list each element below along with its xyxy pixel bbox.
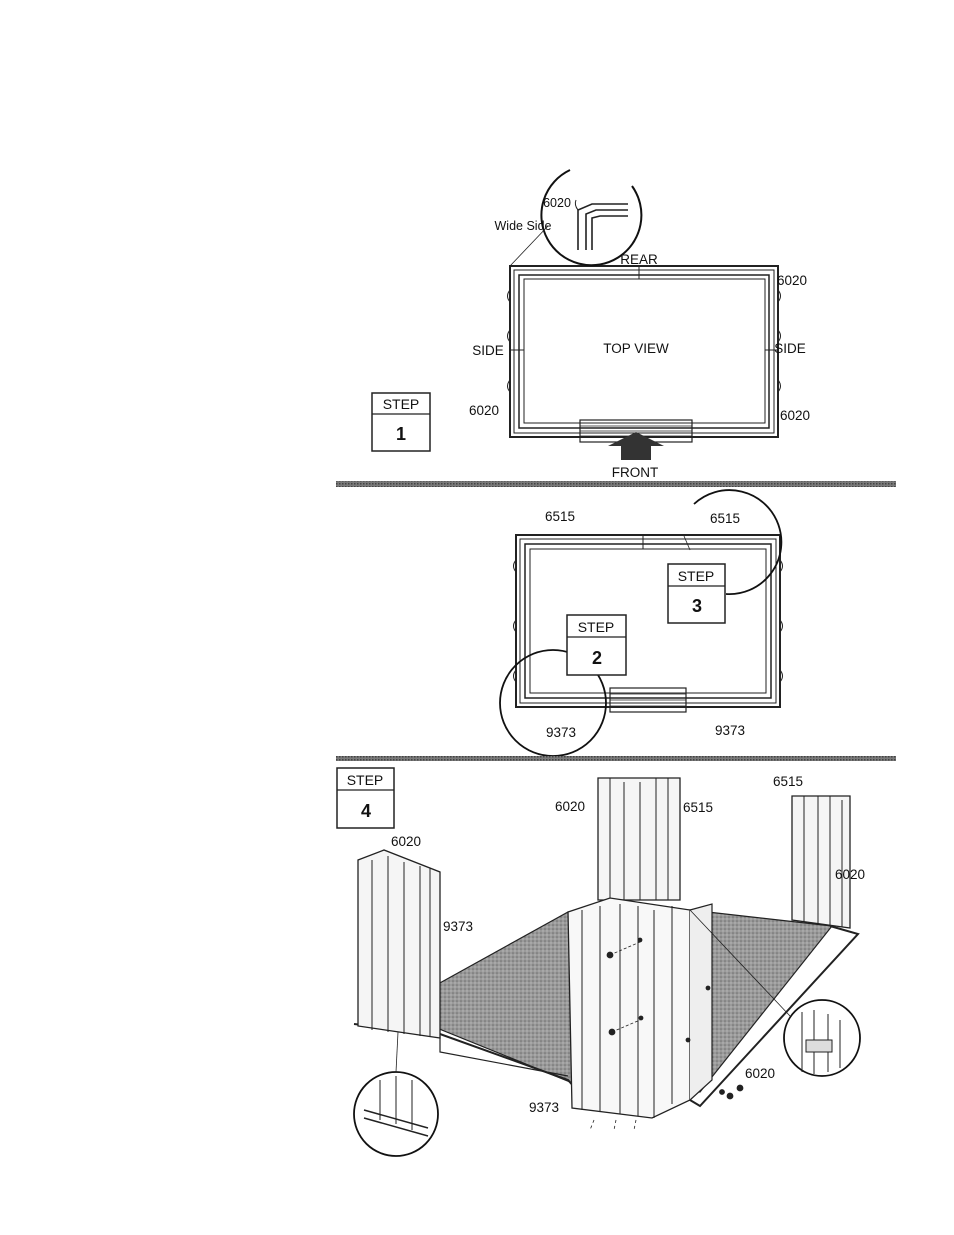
part-label-9373-front: 9373 — [529, 1100, 559, 1115]
part-label-6515-right: 6515 — [773, 774, 803, 789]
step4-detail-circle-left — [354, 1032, 438, 1156]
step23-panel: STEP 2 STEP 3 6515 6515 9373 9373 — [500, 490, 783, 756]
step4-step-word: STEP — [347, 772, 384, 788]
part-label-6020-bl: 6020 — [469, 403, 499, 418]
label-rear: REAR — [620, 252, 658, 267]
part-label-6515-left: 6515 — [545, 509, 575, 524]
step4-panel: STEP 4 6020 9373 6020 6515 6515 6020 937… — [337, 768, 865, 1156]
label-side-right: SIDE — [774, 341, 806, 356]
step4-step-number: 4 — [361, 801, 371, 821]
part-label-6020-tr: 6020 — [777, 273, 807, 288]
part-label-6515-center: 6515 — [683, 800, 713, 815]
part-label-6020-center: 6020 — [555, 799, 585, 814]
divider-line — [336, 756, 896, 761]
part-label-6020-br: 6020 — [780, 408, 810, 423]
part-label-6020-front-corner: 6020 — [745, 1066, 775, 1081]
step4-rear-center-post — [598, 778, 680, 900]
part-label-9373-right: 9373 — [715, 723, 745, 738]
divider-line — [336, 481, 896, 487]
label-front: FRONT — [612, 465, 659, 480]
step4-left-post — [358, 850, 440, 1038]
step4-front-door-post — [568, 898, 712, 1130]
step23-frame — [514, 535, 783, 707]
step3-step-number: 3 — [692, 596, 702, 616]
part-label-9373-left: 9373 — [546, 725, 576, 740]
step2-step-number: 2 — [592, 648, 602, 668]
step23-front-threshold — [610, 688, 686, 712]
label-side-left: SIDE — [472, 343, 504, 358]
label-top-view: TOP VIEW — [603, 341, 669, 356]
detail-note-wide-side: Wide Side — [495, 219, 552, 233]
part-label-6020-right: 6020 — [835, 867, 865, 882]
step1-step-number: 1 — [396, 424, 406, 444]
part-label-9373-left-side: 9373 — [443, 919, 473, 934]
part-label-6515-right: 6515 — [710, 511, 740, 526]
part-label-6020-left-post: 6020 — [391, 834, 421, 849]
step4-right-post — [792, 796, 850, 928]
step2-step-word: STEP — [578, 619, 615, 635]
step1-panel: STEP 1 REAR FRONT TOP VIEW SIDE SIDE 602… — [372, 170, 810, 480]
step1-step-word: STEP — [383, 396, 420, 412]
step3-step-word: STEP — [678, 568, 715, 584]
detail-part-6020: 6020 — [543, 196, 571, 210]
